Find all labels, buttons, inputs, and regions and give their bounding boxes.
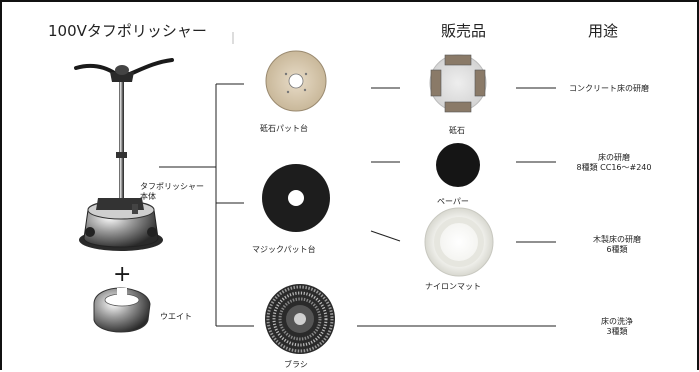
brush-image: [265, 284, 335, 354]
nylon-mat-label: ナイロンマット: [425, 282, 481, 291]
usage-wood-line1: 木製床の研磨: [593, 235, 641, 244]
nylon-mat-product-image: [424, 207, 494, 277]
polisher-body-label-line1: タフポリッシャー: [140, 182, 204, 191]
connector-lines: [159, 83, 556, 327]
usage-paper-label: 床の研磨 8種類 CC16～#240: [562, 153, 666, 173]
usage-concrete-label: コンクリート床の研磨: [569, 84, 649, 93]
whetstone-pad-base-image: [265, 50, 327, 112]
magic-pad-base-label: マジックパット台: [252, 245, 316, 254]
whetstone-label: 砥石: [449, 126, 465, 135]
column-header-usage: 用途: [588, 22, 619, 40]
usage-wash-label: 床の洗浄 3種類: [592, 317, 642, 337]
plus-sign: +: [113, 262, 132, 287]
polisher-body-label: タフポリッシャー 本体: [140, 182, 204, 202]
paper-product-image: [436, 143, 480, 187]
usage-wash-line2: 3種類: [606, 327, 628, 336]
polisher-machine-image: [74, 58, 174, 251]
column-header-sales: 販売品: [441, 22, 487, 40]
whetstone-pad-base-label: 砥石パット台: [260, 124, 308, 133]
whetstone-product-image: [429, 54, 487, 113]
usage-paper-line2: 8種類 CC16～#240: [576, 163, 652, 172]
usage-wood-line2: 6種類: [606, 245, 628, 254]
usage-wood-label: 木製床の研磨 6種類: [582, 235, 652, 255]
weight-ring-image: [93, 287, 151, 333]
paper-label: ペーパー: [437, 197, 469, 206]
brush-label: ブラシ: [284, 360, 308, 369]
weight-label: ウエイト: [160, 312, 192, 321]
polisher-body-label-line2: 本体: [140, 192, 156, 201]
usage-paper-line1: 床の研磨: [598, 153, 630, 162]
magic-pad-base-image: [262, 164, 330, 232]
page-title: 100Vタフポリッシャー: [48, 22, 207, 40]
usage-wash-line1: 床の洗浄: [601, 317, 633, 326]
